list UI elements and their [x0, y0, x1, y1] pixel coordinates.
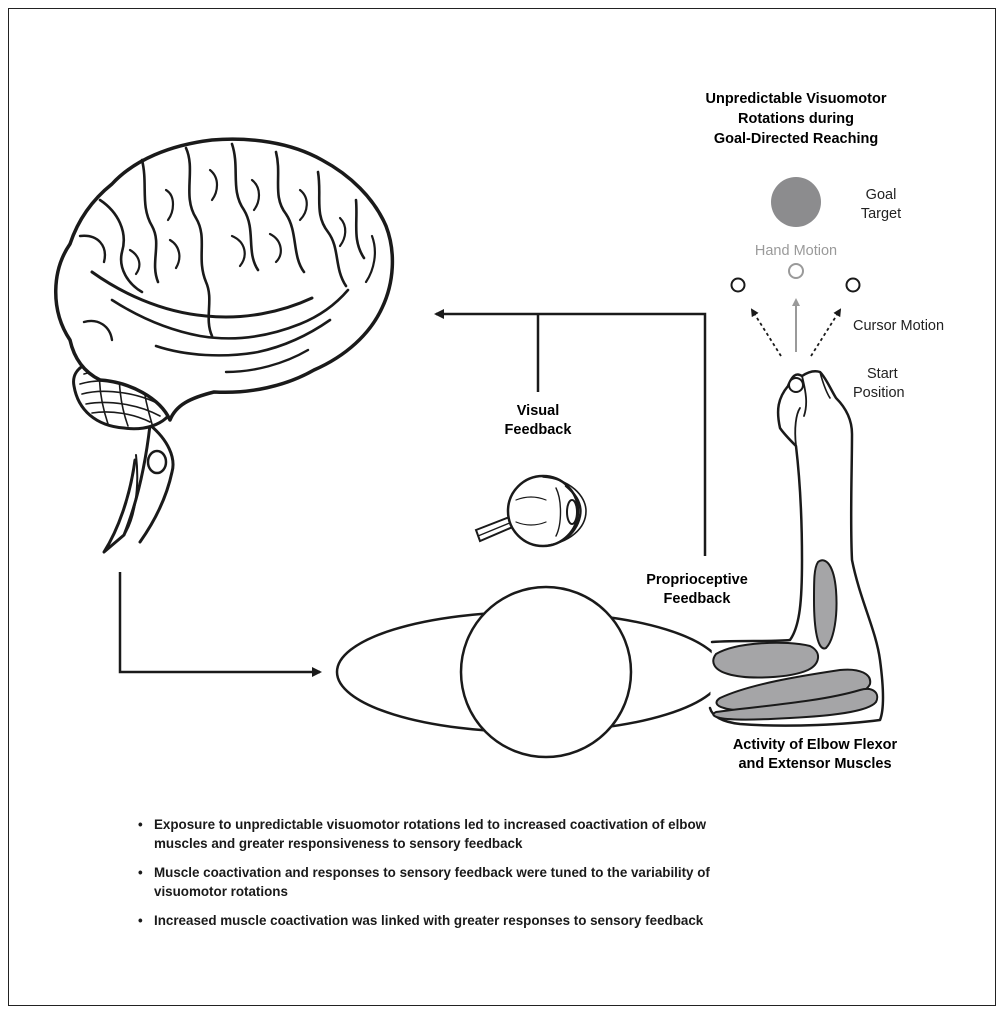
visual-feedback-label-1: Visual [517, 403, 559, 419]
highlights-list: •Exposure to unpredictable visuomotor ro… [138, 815, 898, 940]
highlight-1-line-1: Exposure to unpredictable visuomotor rot… [154, 817, 706, 832]
cursor-motion-arrow-right [811, 310, 840, 356]
task-title: Unpredictable Visuomotor Rotations durin… [705, 91, 886, 147]
arm-illustration [710, 371, 883, 725]
muscle-activity-label-1: Activity of Elbow Flexor [733, 737, 898, 753]
cursor-motion-arrow-left [752, 310, 781, 356]
highlight-item: •Muscle coactivation and responses to se… [138, 863, 898, 901]
brain-illustration [56, 139, 393, 552]
proprioceptive-label-1: Proprioceptive [646, 572, 748, 588]
highlight-2-line-1: Muscle coactivation and responses to sen… [154, 865, 710, 880]
highlight-item: •Increased muscle coactivation was linke… [138, 911, 898, 930]
reaching-task: Goal Target Hand Motion Cursor Motion St… [732, 177, 945, 401]
highlight-1-line-2: muscles and greater responsiveness to se… [154, 836, 522, 851]
start-position-marker [789, 378, 803, 392]
head-circle [461, 587, 631, 757]
cursor-marker-right [847, 279, 860, 292]
title-line-1: Unpredictable Visuomotor [705, 91, 886, 107]
biceps-muscle [814, 560, 837, 648]
body-top-view [337, 587, 723, 757]
start-label-line-2: Position [853, 385, 905, 401]
highlight-item: •Exposure to unpredictable visuomotor ro… [138, 815, 898, 853]
start-label-line-1: Start [867, 366, 898, 382]
cursor-motion-label: Cursor Motion [853, 318, 944, 334]
eye-illustration [476, 476, 586, 546]
highlight-2-line-2: visuomotor rotations [154, 884, 288, 899]
goal-target-circle [771, 177, 821, 227]
hand-motion-marker [789, 264, 803, 278]
forearm-flexor-muscle [713, 643, 818, 678]
motor-command-arrow [120, 572, 320, 672]
hand-motion-label: Hand Motion [755, 243, 837, 259]
proprioceptive-label-2: Feedback [664, 591, 732, 607]
title-line-2: Rotations during [738, 111, 854, 127]
highlight-3-line-1: Increased muscle coactivation was linked… [154, 913, 703, 928]
muscle-activity-label-2: and Extensor Muscles [738, 756, 891, 772]
visual-feedback-label-2: Feedback [505, 422, 573, 438]
goal-label-line-1: Goal [866, 187, 897, 203]
title-line-3: Goal-Directed Reaching [714, 131, 878, 147]
goal-label-line-2: Target [861, 206, 901, 222]
cursor-marker-left [732, 279, 745, 292]
